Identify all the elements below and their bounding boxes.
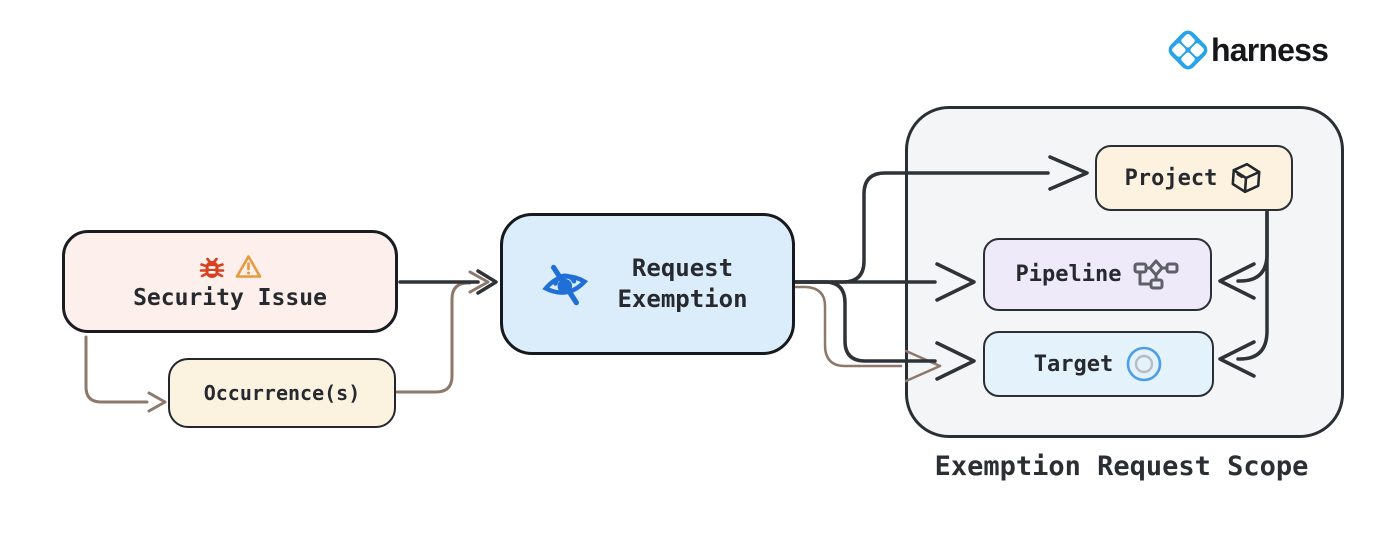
pipeline-icon: [1133, 259, 1179, 289]
arrowhead-occurrences: [147, 391, 167, 413]
node-security-issue: Security Issue: [62, 230, 398, 333]
target-label: Target: [1033, 351, 1114, 377]
edge-occurrences-to-target: [793, 285, 903, 368]
arrowhead-request-dark: [476, 269, 498, 295]
scope-title: Exemption Request Scope: [934, 451, 1309, 482]
occurrences-label: Occurrence(s): [203, 381, 361, 405]
node-occurrences: Occurrence(s): [168, 358, 396, 428]
eye-off-icon: [541, 264, 588, 306]
security-issue-label: Security Issue: [133, 284, 327, 311]
pipeline-label: Pipeline: [1015, 262, 1122, 287]
warning-icon: [235, 255, 261, 278]
target-icon: [1126, 346, 1162, 382]
node-project: Project: [1095, 145, 1293, 211]
project-label: Project: [1124, 165, 1218, 191]
edge-occurrences-to-request: [395, 281, 472, 394]
edge-security-to-occurrences: [84, 335, 149, 404]
security-issue-icons: [198, 253, 263, 281]
harness-logo: harness: [1167, 29, 1329, 71]
brand-wordmark: harness: [1211, 31, 1329, 68]
node-target: Target: [983, 331, 1214, 397]
node-request-exemption: Request Exemption: [500, 213, 795, 355]
arrowhead-request-brown: [468, 270, 490, 294]
bug-icon: [199, 257, 224, 278]
harness-logo-icon: [1168, 30, 1208, 70]
request-exemption-label: Request Exemption: [617, 253, 748, 313]
package-icon: [1231, 162, 1261, 194]
node-pipeline: Pipeline: [983, 238, 1212, 311]
